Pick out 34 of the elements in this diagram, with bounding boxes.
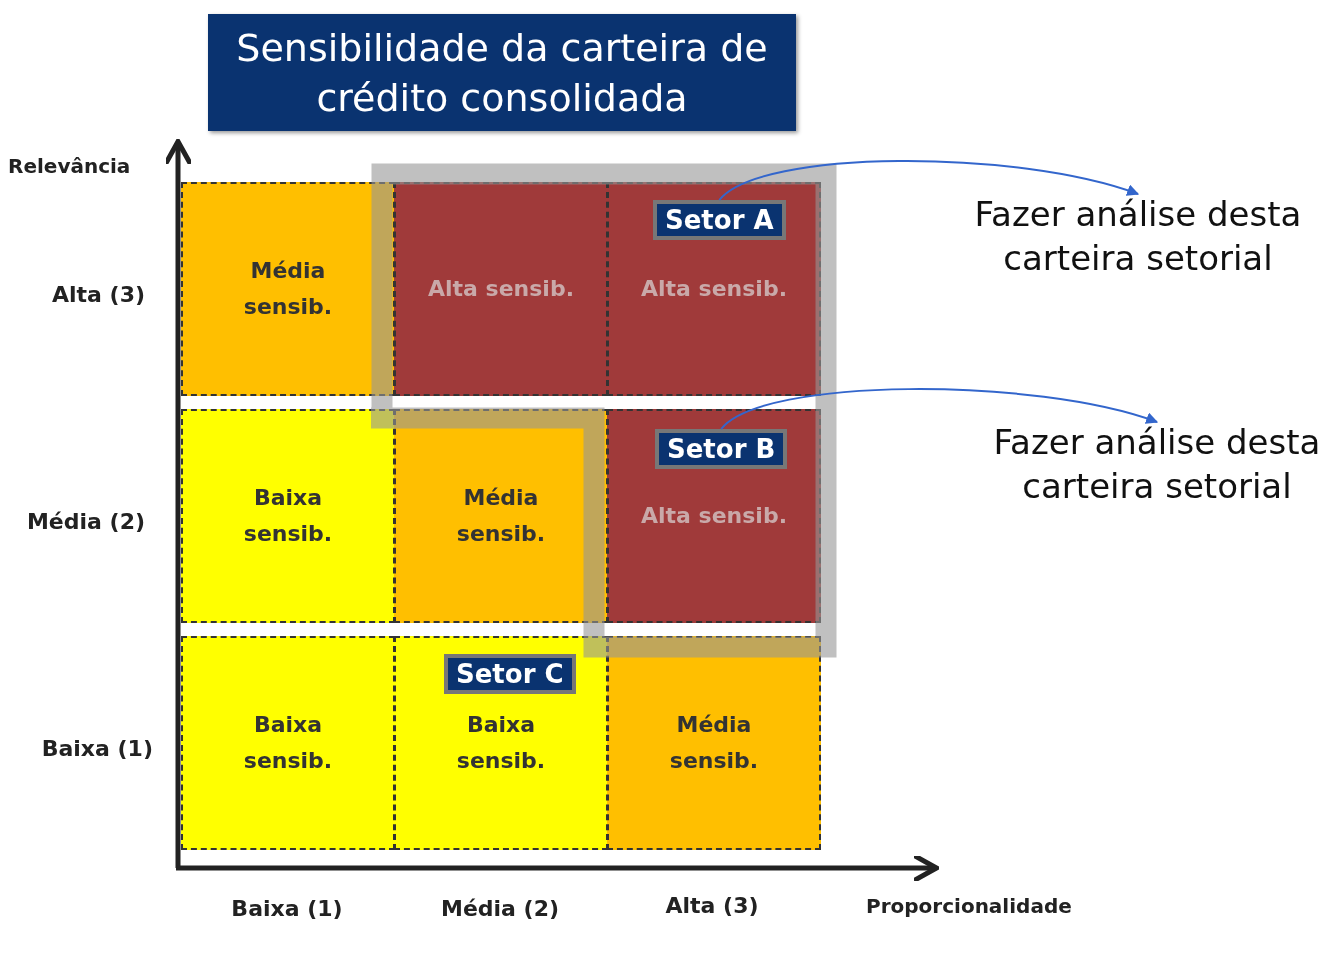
matrix-cell bbox=[181, 409, 395, 623]
axis-label: Baixa (1) bbox=[230, 895, 344, 923]
matrix-cell bbox=[181, 636, 395, 850]
matrix-cell bbox=[607, 409, 821, 623]
matrix-cell bbox=[394, 409, 608, 623]
axis-label: Alta (3) bbox=[51, 281, 145, 309]
axis-label: Média (2) bbox=[440, 895, 560, 923]
sensitivity-label: Média sensib. bbox=[242, 257, 334, 321]
sector-tag: Setor A bbox=[653, 200, 786, 240]
sensitivity-label: Baixa sensib. bbox=[455, 711, 547, 775]
sensitivity-label: Alta sensib. bbox=[427, 275, 575, 303]
axis-label: Alta (3) bbox=[664, 892, 760, 920]
matrix-cell bbox=[181, 182, 395, 396]
sensitivity-label: Baixa sensib. bbox=[242, 711, 334, 775]
sensitivity-label: Alta sensib. bbox=[640, 275, 788, 303]
sensitivity-label: Média sensib. bbox=[668, 711, 760, 775]
sensitivity-label: Baixa sensib. bbox=[242, 484, 334, 548]
annotation-text: Fazer análise desta carteira setorial bbox=[970, 192, 1306, 280]
sensitivity-label: Alta sensib. bbox=[640, 502, 788, 530]
matrix-cell bbox=[394, 636, 608, 850]
sector-tag: Setor C bbox=[444, 654, 576, 694]
sensitivity-label: Média sensib. bbox=[455, 484, 547, 548]
arrow bbox=[720, 388, 1159, 430]
axis-label: Baixa (1) bbox=[40, 735, 153, 763]
axis-label: Relevância bbox=[8, 153, 132, 180]
axis-label: Média (2) bbox=[25, 508, 145, 536]
matrix-cell bbox=[607, 182, 821, 396]
matrix-cell bbox=[394, 182, 608, 396]
matrix-cell bbox=[607, 636, 821, 850]
arrow bbox=[718, 160, 1140, 201]
title-banner: Sensibilidade da carteira de crédito consolidada bbox=[208, 14, 796, 131]
axis-label: Proporcionalidade bbox=[866, 893, 1073, 920]
annotation-text: Fazer análise desta carteira setorial bbox=[990, 420, 1324, 508]
sector-tag: Setor B bbox=[655, 429, 788, 469]
